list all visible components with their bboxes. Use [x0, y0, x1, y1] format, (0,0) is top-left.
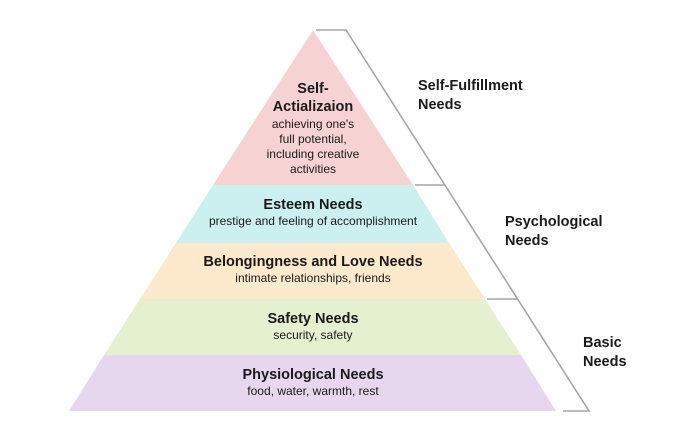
level-title: Belongingness and Love Needs: [203, 254, 423, 270]
level-belongingness: [140, 243, 485, 299]
level-description: achieving one's full potential, includin…: [266, 117, 360, 176]
level-title: Safety Needs: [267, 311, 359, 327]
level-label-self-actualization: Self- Actializaion achieving one's full …: [228, 80, 398, 177]
level-title: Self- Actializaion: [272, 81, 354, 115]
level-title: Esteem Needs: [263, 197, 363, 213]
level-description: prestige and feeling of accomplishment: [208, 214, 418, 228]
group-brackets: [316, 29, 591, 412]
group-label-psychological: Psychological Needs: [505, 214, 603, 249]
group-label-basic: Basic Needs: [583, 335, 627, 370]
level-self-actualization: [213, 30, 413, 185]
level-title: Physiological Needs: [242, 367, 384, 383]
level-label-belongingness: Belongingness and Love Needs intimate re…: [170, 253, 456, 286]
group-label-self-fulfillment: Self-Fulfillment Needs: [418, 78, 523, 113]
level-esteem: [176, 185, 449, 243]
level-description: intimate relationships, friends: [235, 271, 391, 285]
level-label-physiological: Physiological Needs food, water, warmth,…: [190, 366, 436, 399]
level-physiological: [69, 355, 556, 411]
level-label-safety: Safety Needs security, safety: [190, 310, 436, 343]
bracket-outline: [316, 29, 591, 412]
level-description: security, safety: [273, 328, 353, 342]
level-safety: [104, 299, 521, 355]
level-description: food, water, warmth, rest: [247, 384, 379, 398]
level-label-esteem: Esteem Needs prestige and feeling of acc…: [180, 196, 446, 229]
